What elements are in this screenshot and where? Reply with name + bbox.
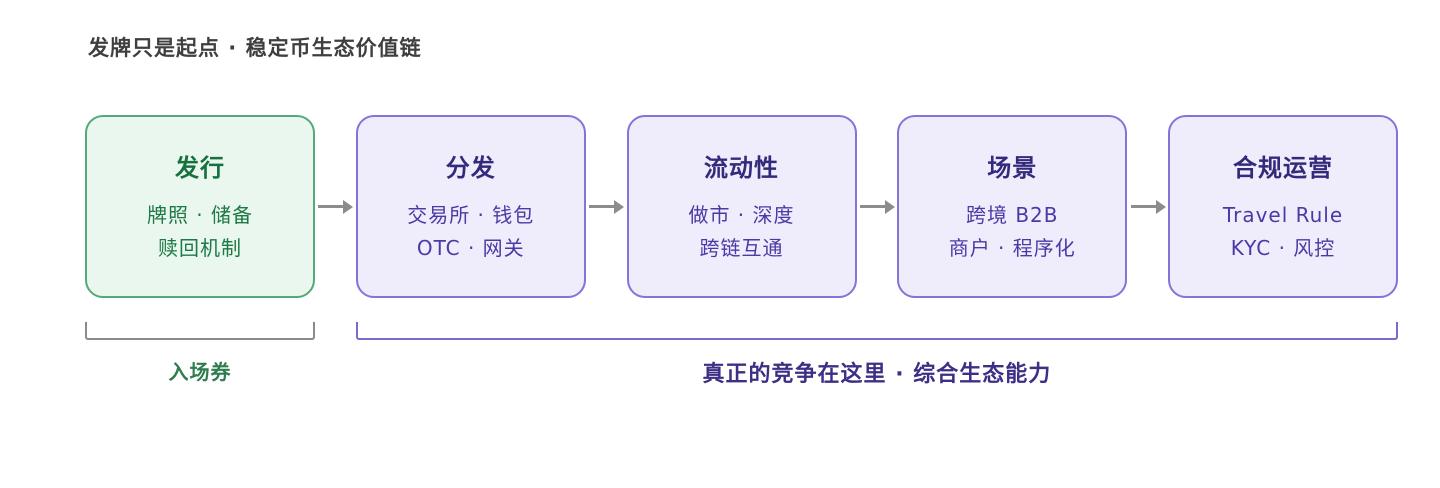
stage-title: 合规运营 xyxy=(1233,154,1333,182)
stage-line: KYC · 风控 xyxy=(1230,236,1336,260)
stage-line: 跨境 B2B xyxy=(965,203,1059,227)
brackets-row: 入场券 真正的竞争在这里 · 综合生态能力 xyxy=(85,322,1398,388)
stage-line: 交易所 · 钱包 xyxy=(407,203,535,227)
stage-line: OTC · 网关 xyxy=(416,236,525,260)
entry-bracket xyxy=(85,322,315,340)
stage-title: 分发 xyxy=(445,154,496,182)
arrow-right-icon xyxy=(859,205,886,208)
connector-zone xyxy=(857,115,898,298)
stage-card-distribution: 分发 交易所 · 钱包 OTC · 网关 xyxy=(355,115,586,298)
connector-zone xyxy=(1127,115,1168,298)
stage-card-issuance: 发行 牌照 · 储备 赎回机制 xyxy=(85,115,315,298)
entry-bracket-group: 入场券 xyxy=(85,322,315,385)
connector-zone xyxy=(586,115,627,298)
value-chain-row: 发行 牌照 · 储备 赎回机制 分发 交易所 · 钱包 OTC · 网关 流动性… xyxy=(85,115,1398,298)
stage-title: 场景 xyxy=(987,154,1038,182)
competition-bracket-label: 真正的竞争在这里 · 综合生态能力 xyxy=(702,362,1052,387)
entry-bracket-label: 入场券 xyxy=(168,360,232,384)
arrow-right-icon xyxy=(1130,205,1157,208)
stage-title: 流动性 xyxy=(704,154,779,182)
stage-line: 赎回机制 xyxy=(158,236,242,260)
page-title: 发牌只是起点 · 稳定币生态价值链 xyxy=(88,36,422,60)
stage-line: 跨链互通 xyxy=(699,236,784,260)
stage-line: Travel Rule xyxy=(1222,203,1344,227)
stage-card-liquidity: 流动性 做市 · 深度 跨链互通 xyxy=(626,115,857,298)
stage-card-scenarios: 场景 跨境 B2B 商户 · 程序化 xyxy=(897,115,1128,298)
arrow-right-icon xyxy=(589,205,616,208)
competition-bracket-group: 真正的竞争在这里 · 综合生态能力 xyxy=(355,322,1398,388)
stage-line: 商户 · 程序化 xyxy=(948,236,1076,260)
competition-bracket xyxy=(355,322,1398,340)
stage-title: 发行 xyxy=(175,154,225,182)
connector-zone xyxy=(315,115,356,298)
stage-card-compliance: 合规运营 Travel Rule KYC · 风控 xyxy=(1168,115,1398,298)
arrow-right-icon xyxy=(318,205,345,208)
stage-line: 牌照 · 储备 xyxy=(146,203,254,227)
stage-line: 做市 · 深度 xyxy=(688,203,795,227)
